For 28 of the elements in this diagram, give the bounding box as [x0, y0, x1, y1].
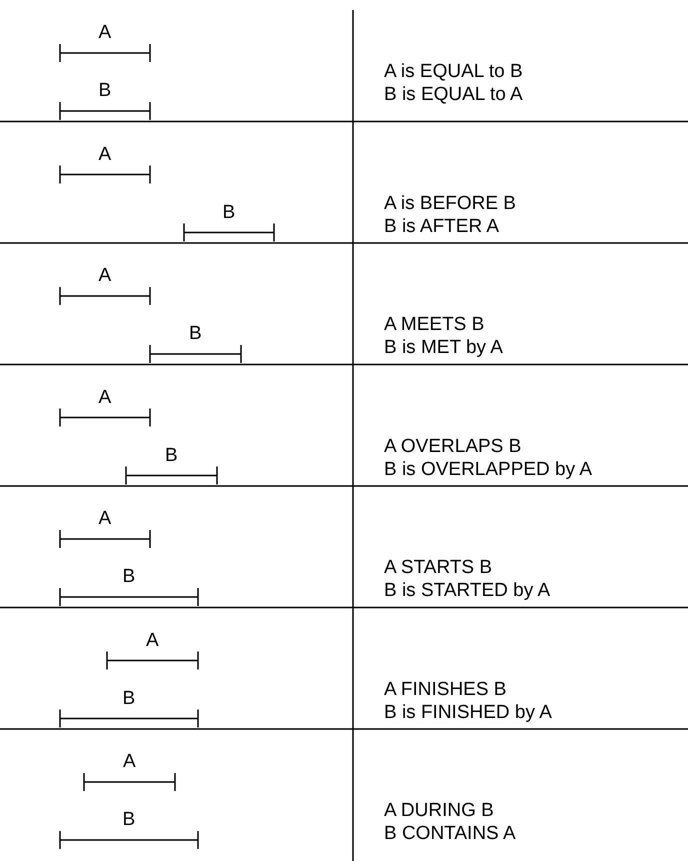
relation-text: A is EQUAL to B — [384, 61, 523, 83]
relation-text: B is EQUAL to A — [384, 84, 523, 106]
relation-text: A MEETS B — [384, 314, 484, 336]
interval-label: B — [165, 444, 178, 466]
relation-text: B is AFTER A — [384, 216, 500, 238]
interval-label: B — [122, 566, 136, 588]
interval-label: A — [98, 386, 112, 408]
interval-label: B — [98, 80, 112, 102]
relation-text: B CONTAINS A — [384, 823, 516, 845]
interval-label: A — [98, 508, 112, 530]
relation-text: B is FINISHED by A — [384, 702, 552, 724]
interval-label: B — [189, 323, 202, 345]
relation-text: A STARTS B — [384, 557, 492, 579]
interval-label: B — [122, 809, 136, 831]
relation-text: B is STARTED by A — [384, 580, 550, 602]
interval-label: A — [146, 630, 159, 652]
relation-text: A OVERLAPS B — [384, 436, 522, 458]
interval-label: A — [98, 22, 112, 44]
relation-text: A FINISHES B — [384, 678, 506, 700]
interval-label: A — [98, 265, 112, 287]
interval-label: A — [98, 144, 112, 166]
relation-text: B is OVERLAPPED by A — [384, 458, 592, 480]
relation-text: B is MET by A — [384, 337, 503, 359]
interval-label: A — [123, 751, 136, 773]
interval-label: B — [222, 202, 236, 224]
interval-label: B — [122, 688, 136, 710]
relation-text: A DURING B — [384, 800, 494, 822]
relation-text: A is BEFORE B — [384, 192, 516, 214]
